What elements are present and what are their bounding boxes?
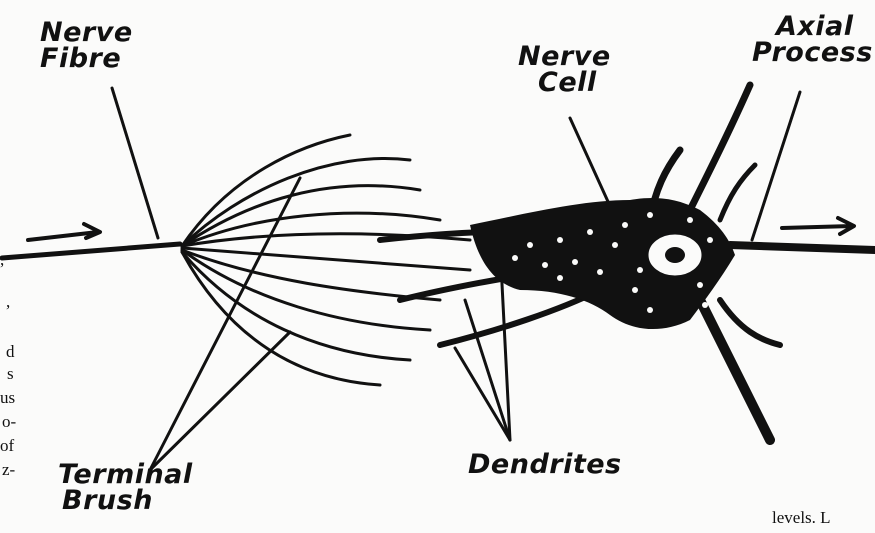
label-nerve-cell: Nerve Cell (518, 44, 611, 96)
label-dendrites: Dendrites (468, 452, 622, 478)
margin-fragment-2: , (6, 292, 10, 312)
label-terminal-brush-line-2: Brush (58, 488, 193, 514)
input-arrow (28, 224, 100, 240)
margin-fragment-5: us (0, 388, 15, 408)
margin-fragment-4: s (7, 364, 14, 384)
label-axial-process-line-2: Process (752, 40, 873, 66)
output-arrow (782, 218, 854, 234)
margin-fragment-8: z- (2, 460, 15, 480)
label-nerve-cell-line-2: Cell (518, 70, 611, 96)
leader-dendrites-3 (455, 348, 510, 440)
label-nerve-fibre: Nerve Fibre (40, 20, 133, 72)
label-terminal-brush: Terminal Brush (58, 462, 193, 514)
label-nerve-fibre-line-2: Fibre (40, 46, 133, 72)
margin-fragment-3: d (6, 342, 15, 362)
axial-process (730, 245, 875, 250)
margin-fragment-7: of (0, 436, 14, 456)
nerve-fibre-line (2, 244, 180, 258)
leader-terminal-brush-2 (150, 332, 290, 470)
leader-nerve-fibre (112, 88, 158, 238)
leader-axial-process (752, 92, 800, 240)
terminal-brush-fibres (182, 135, 470, 385)
margin-fragment-6: o- (2, 412, 16, 432)
margin-fragment-bottom-right: levels. L (772, 508, 831, 528)
label-axial-process: Axial Process (752, 14, 873, 66)
margin-fragment-1: , (0, 250, 4, 270)
